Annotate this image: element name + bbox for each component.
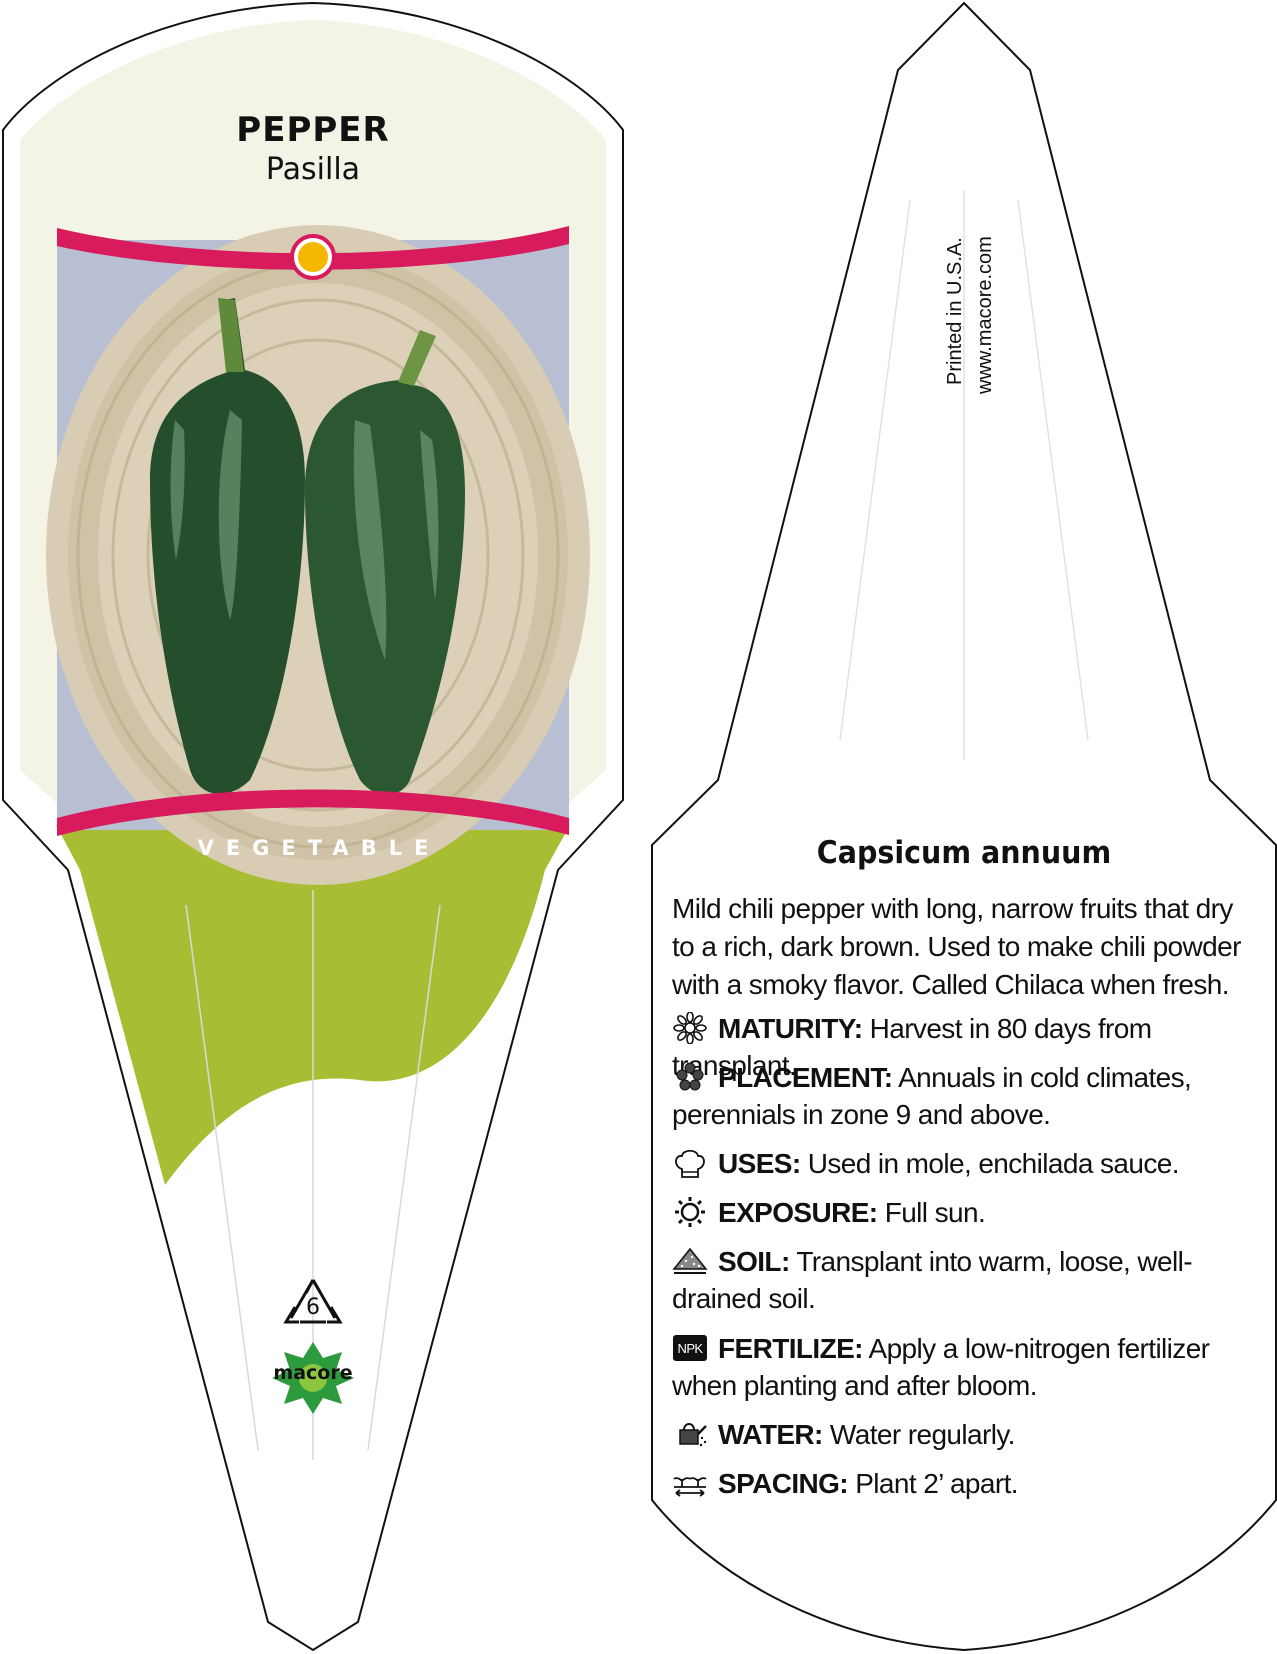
info-text: Apply a low-nitrogen fertilizer when pla… xyxy=(672,1333,1210,1401)
chef-hat-icon xyxy=(675,1149,705,1178)
top-accent xyxy=(57,226,569,270)
info-label: SPACING: xyxy=(718,1468,849,1499)
plant-description: Mild chili pepper with long, narrow frui… xyxy=(672,893,1241,1000)
info-label: MATURITY: xyxy=(718,1013,863,1044)
soil-icon xyxy=(672,1247,708,1274)
recycle-icon xyxy=(283,1279,343,1324)
info-text: Plant 2’ apart. xyxy=(848,1468,1018,1499)
info-label: FERTILIZE: xyxy=(718,1333,863,1364)
info-text: Transplant into warm, loose, well-draine… xyxy=(672,1246,1193,1314)
sun-indicator xyxy=(298,242,328,272)
info-label: SOIL: xyxy=(718,1246,790,1277)
npk-label: NPK xyxy=(678,1341,704,1356)
info-uses: USES: Used in mole, enchilada sauce. xyxy=(672,1145,1267,1182)
printed-in-label: Printed in U.S.A. xyxy=(944,237,966,385)
plant-icon xyxy=(676,1062,704,1091)
info-soil: SOIL: Transplant into warm, loose, well-… xyxy=(672,1243,1267,1317)
info-text: Water regularly. xyxy=(822,1419,1016,1450)
plant-title: PEPPER xyxy=(236,110,390,150)
info-exposure: EXPOSURE: Full sun. xyxy=(672,1194,1267,1231)
info-fertilize: NPK FERTILIZE: Apply a low-nitrogen fert… xyxy=(672,1330,1267,1404)
bottom-accent xyxy=(57,789,569,836)
category-label: VEGETABLE xyxy=(197,836,441,860)
npk-icon: NPK xyxy=(673,1335,707,1361)
info-label: PLACEMENT: xyxy=(718,1062,893,1093)
watering-can-icon xyxy=(679,1423,707,1447)
info-label: WATER: xyxy=(718,1419,823,1450)
flower-icon xyxy=(673,1012,707,1044)
info-placement: PLACEMENT: Annuals in cold climates, per… xyxy=(672,1059,1267,1133)
info-water: WATER: Water regularly. xyxy=(672,1416,1267,1453)
plant-variety: Pasilla xyxy=(265,152,361,187)
info-text: Annuals in cold climates, perennials in … xyxy=(672,1062,1192,1130)
info-maturity: MATURITY: Harvest in 80 days from transp… xyxy=(672,1010,1267,1084)
scientific-name: Capsicum annuum xyxy=(816,835,1112,871)
info-text: Full sun. xyxy=(877,1197,986,1228)
sun-icon xyxy=(675,1197,705,1227)
info-label: EXPOSURE: xyxy=(718,1197,878,1228)
info-text: Used in mole, enchilada sauce. xyxy=(800,1148,1180,1179)
macore-logo-icon xyxy=(272,1342,354,1414)
recycle-code: 6 xyxy=(306,1295,320,1320)
website-label: www.macore.com xyxy=(974,236,996,394)
brand-name: macore xyxy=(273,1362,353,1384)
seedling-icon xyxy=(673,1477,707,1497)
info-spacing: SPACING: Plant 2’ apart. xyxy=(672,1465,1267,1502)
info-label: USES: xyxy=(718,1148,801,1179)
